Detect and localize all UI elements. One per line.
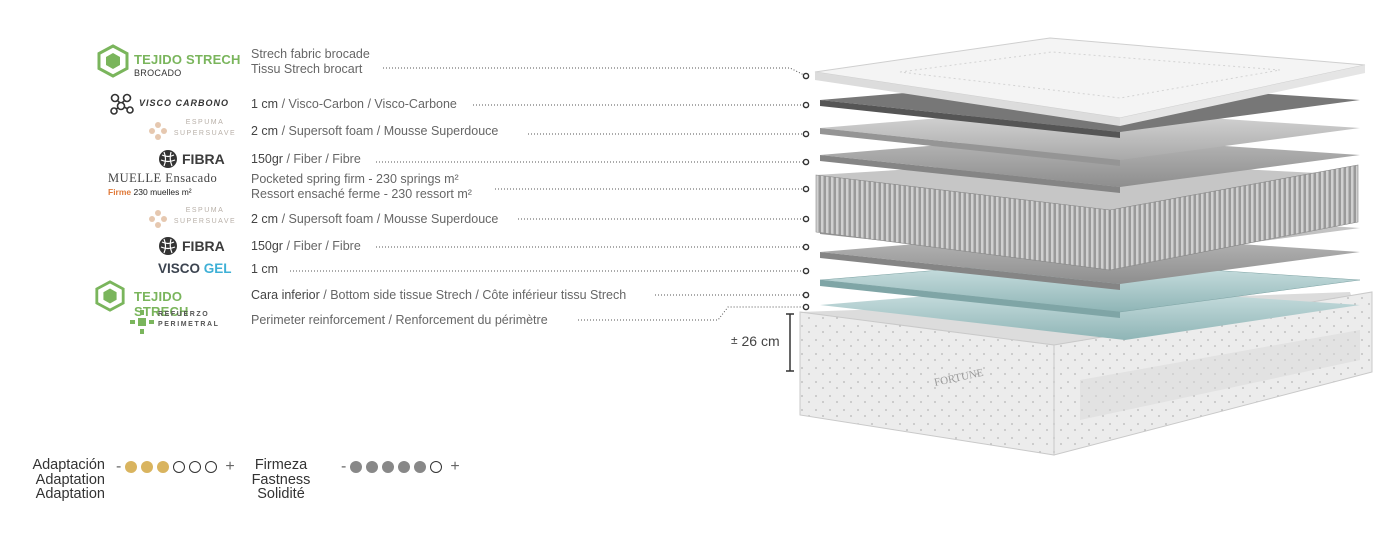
adaptacion-dot-empty bbox=[173, 461, 185, 473]
firmeza-label-en: Fastness bbox=[230, 473, 332, 488]
firmeza-dot-filled bbox=[350, 461, 362, 473]
firmeza-dots bbox=[350, 458, 446, 475]
height-marker bbox=[786, 314, 794, 371]
adaptacion-dot-filled bbox=[157, 461, 169, 473]
adaptacion-dot-empty bbox=[205, 461, 217, 473]
firmeza-dot-filled bbox=[366, 461, 378, 473]
adaptacion-labels: Adaptación Adaptation Adaptation bbox=[0, 458, 105, 502]
height-value: 26 cm bbox=[741, 333, 779, 349]
adaptacion-minus: - bbox=[116, 458, 121, 475]
firmeza-dot-filled bbox=[414, 461, 426, 473]
adaptacion-dots bbox=[125, 458, 221, 475]
firmeza-dot-filled bbox=[382, 461, 394, 473]
firmeza-minus: - bbox=[341, 458, 346, 475]
firmeza-scale: -+ bbox=[337, 458, 464, 476]
firmeza-dot-filled bbox=[398, 461, 410, 473]
firmeza-labels: Firmeza Fastness Solidité bbox=[230, 458, 332, 502]
adaptacion-label-fr: Adaptation bbox=[0, 487, 105, 502]
leader-dots bbox=[803, 73, 808, 309]
adaptacion-label-en: Adaptation bbox=[0, 473, 105, 488]
adaptacion-dot-empty bbox=[189, 461, 201, 473]
firmeza-label-fr: Solidité bbox=[230, 487, 332, 502]
height-label: ± 26 cm bbox=[731, 333, 780, 349]
adaptacion-scale: -+ bbox=[112, 458, 239, 476]
adaptacion-label-es: Adaptación bbox=[0, 458, 105, 473]
firmeza-dot-empty bbox=[430, 461, 442, 473]
firmeza-plus: + bbox=[450, 458, 459, 475]
firmeza-label-es: Firmeza bbox=[230, 458, 332, 473]
height-symbol: ± bbox=[731, 333, 738, 347]
leader-lines bbox=[290, 68, 806, 320]
adaptacion-dot-filled bbox=[125, 461, 137, 473]
adaptacion-dot-filled bbox=[141, 461, 153, 473]
